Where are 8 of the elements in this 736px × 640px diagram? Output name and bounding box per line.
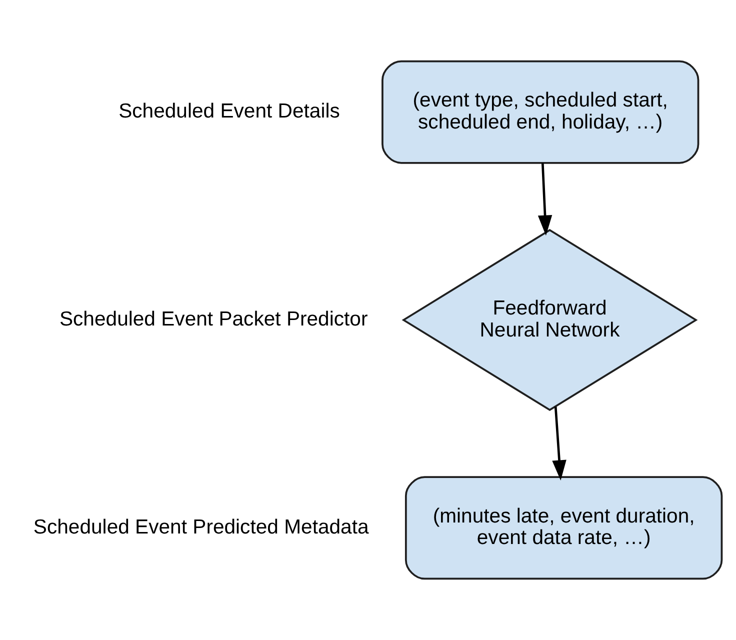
node-diamond: Feedforward Neural Network — [402, 229, 698, 411]
node-box: (minutes late, event duration, event data rate, …) — [404, 476, 723, 580]
arrow — [538, 163, 552, 236]
node-label: Scheduled Event Predicted Metadata — [33, 516, 369, 538]
node-box: (event type, scheduled start, scheduled end, holiday, …) — [382, 60, 700, 164]
node-label: Scheduled Event Details — [118, 100, 340, 122]
arrow — [552, 406, 566, 480]
node-label: Scheduled Event Packet Predictor — [59, 308, 368, 330]
